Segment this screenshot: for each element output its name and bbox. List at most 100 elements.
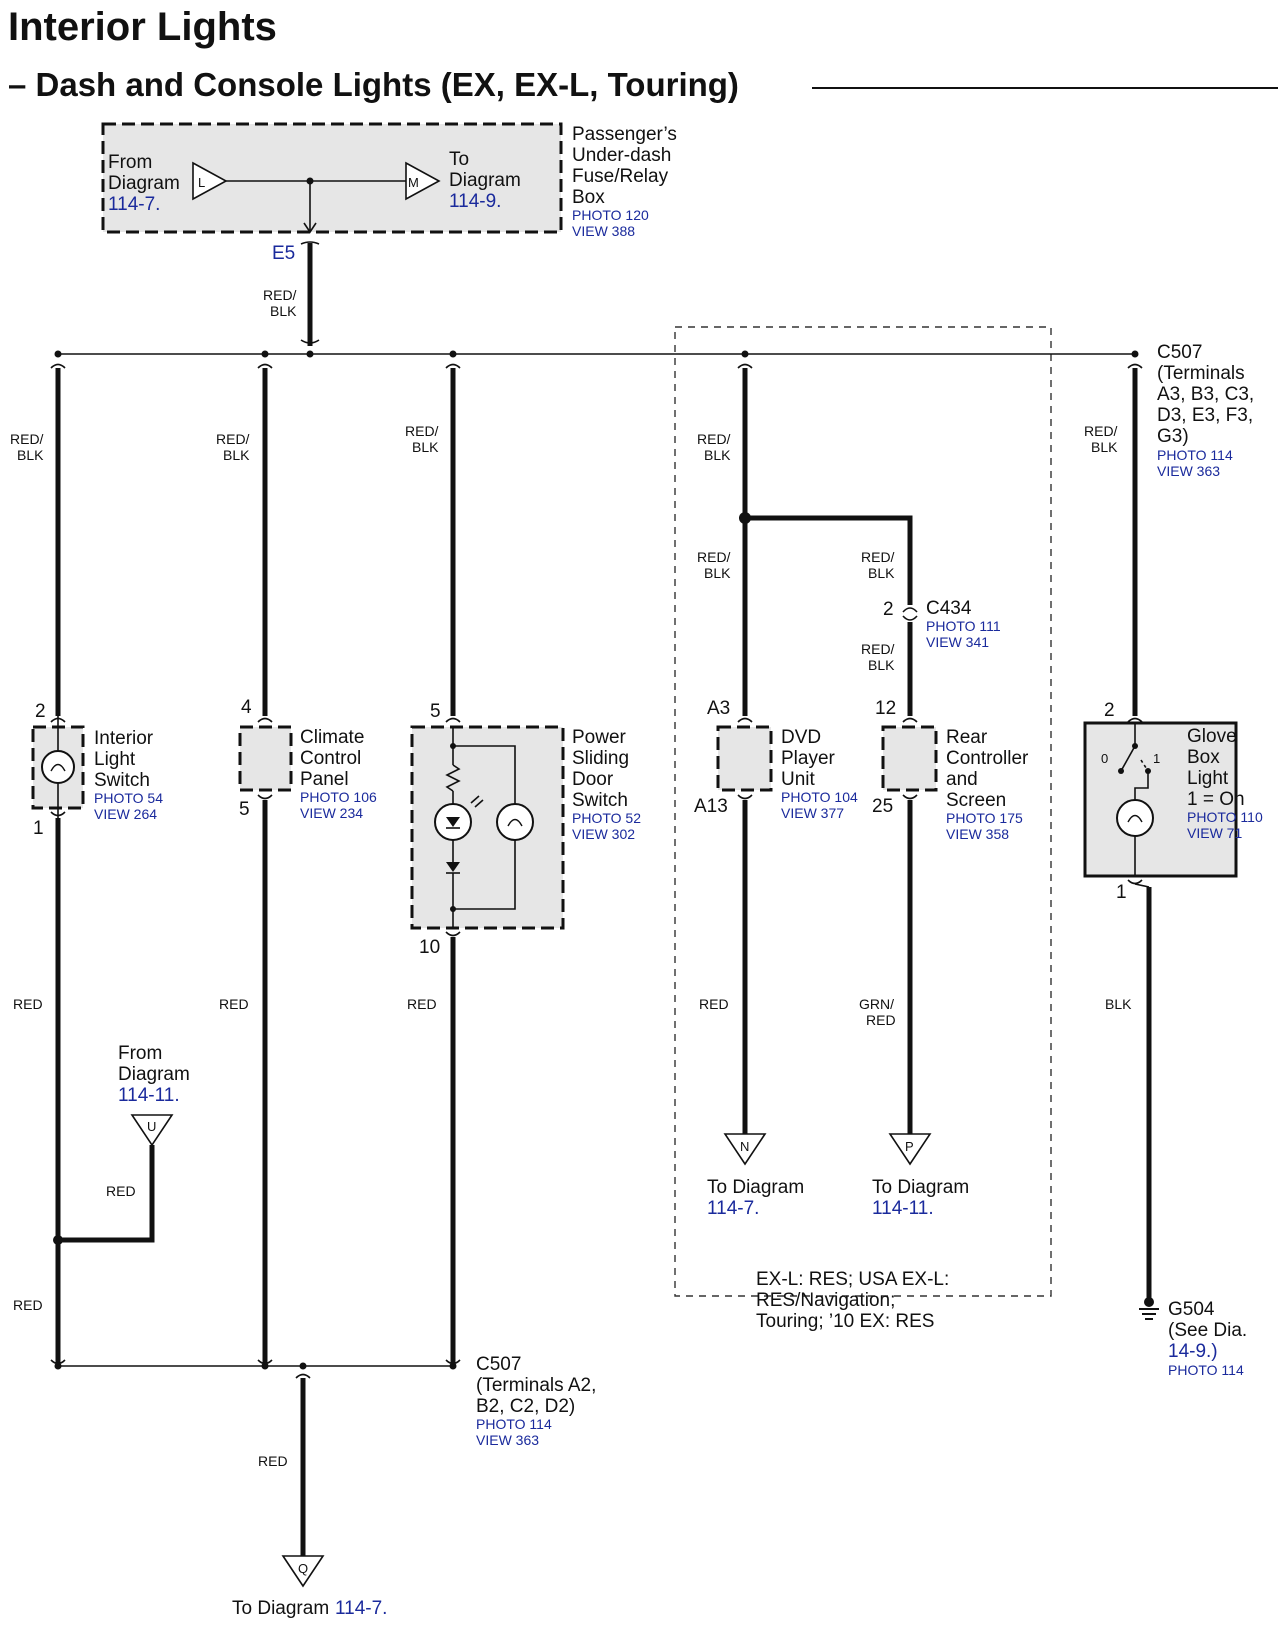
climate-name-1: Climate	[300, 727, 364, 748]
dvd-wire-color-2: BLK	[704, 447, 731, 463]
glove-box-pin-bottom: 1	[1116, 882, 1127, 903]
c507-top-line-3: D3, E3, F3,	[1157, 405, 1253, 426]
climate-photo: PHOTO 106	[300, 789, 377, 805]
c507-top-line-2: A3, B3, C3,	[1157, 384, 1254, 405]
fuse-box-name-3: Fuse/Relay	[572, 166, 669, 187]
res-option-region	[674, 326, 1052, 1297]
glove-box-pin-top: 2	[1104, 700, 1115, 721]
fuse-box-from-label-2: Diagram	[108, 173, 180, 194]
top-bus-dots	[54, 350, 1139, 358]
c434-view: VIEW 341	[926, 634, 989, 650]
column-power-sliding-door-switch: RED/ BLK 5 10 Power Sliding Door Switch …	[405, 368, 641, 1366]
dvd-pin-top: A3	[707, 698, 730, 719]
glove-box-wire-color: RED/	[1084, 423, 1118, 439]
ground-ref: 14-9.)	[1168, 1341, 1218, 1362]
q-output-color: RED	[258, 1453, 288, 1469]
glove-box-terminal-icons	[1127, 717, 1143, 885]
ground-name: G504	[1168, 1299, 1215, 1320]
page-title: Interior Lights	[8, 5, 277, 49]
fuse-box-name-4: Box	[572, 187, 605, 208]
e5-terminal-icon	[300, 241, 320, 245]
c507-top-line-4: G3)	[1157, 426, 1189, 447]
interior-switch-view: VIEW 264	[94, 806, 157, 822]
climate-wire-color-2: BLK	[223, 447, 250, 463]
glove-box-ground-color: BLK	[1105, 996, 1132, 1012]
fuse-box-photo: PHOTO 120	[572, 207, 649, 223]
fuse-box-name-2: Under-dash	[572, 145, 671, 166]
dvd-return-color: RED	[699, 996, 729, 1012]
column-climate-control-panel: RED/ BLK 4 5 Climate Control Panel PHOTO…	[216, 368, 377, 1366]
fuse-box-to-label-2: Diagram	[449, 170, 521, 191]
sliding-door-terminal-icons	[445, 717, 461, 937]
diode-icon	[446, 862, 460, 872]
sliding-door-photo: PHOTO 52	[572, 810, 641, 826]
sliding-door-name-2: Sliding	[572, 748, 629, 769]
dvd-name-1: DVD	[781, 727, 821, 748]
sliding-door-name-4: Switch	[572, 790, 628, 811]
fuse-box-pin-M: M	[408, 175, 419, 190]
column-dvd-player-unit: RED/ BLK RED/ BLK A3 A13 DVD Player Unit…	[694, 368, 858, 1219]
interior-switch-name-1: Interior	[94, 728, 154, 749]
rear-controller-feed-wire	[745, 515, 913, 605]
rear-controller-terminal-icons	[902, 717, 918, 800]
glove-box-light-box	[1083, 721, 1238, 878]
bottom-bus-dots	[54, 1362, 457, 1370]
climate-terminal-icons	[257, 717, 273, 800]
column-glove-box-light: RED/ BLK 2 0 1 1 Glove Box Light 1 = On …	[1083, 368, 1263, 1378]
rear-controller-return-color-2: RED	[866, 1012, 896, 1028]
fuse-box-name-1: Passenger’s	[572, 124, 677, 145]
sliding-door-return-color: RED	[407, 996, 437, 1012]
climate-name-2: Control	[300, 748, 361, 769]
climate-return-color: RED	[219, 996, 249, 1012]
to-p-connector-icon	[888, 1133, 932, 1166]
feed-wire-color: RED/	[263, 287, 297, 303]
fuse-box-terminal-E5: E5	[272, 243, 295, 264]
dvd-lower-wire-color: RED/	[697, 549, 731, 565]
from-u-label-2: Diagram	[118, 1064, 190, 1085]
dvd-pin-bottom: A13	[694, 796, 728, 817]
rear-controller-view: VIEW 358	[946, 826, 1009, 842]
fuse-box-pin-M-icon	[405, 161, 441, 201]
glove-box-view: VIEW 71	[1187, 825, 1242, 841]
sliding-door-wire-color-2: BLK	[412, 439, 439, 455]
fuse-relay-box: From Diagram 114-7. L M To Diagram 114-9…	[101, 122, 677, 264]
ground-dot	[1144, 1297, 1154, 1307]
fuse-box-to-label: To	[449, 149, 469, 170]
to-q-letter: Q	[298, 1561, 308, 1576]
glove-box-switch-icon	[1120, 745, 1136, 772]
dvd-photo: PHOTO 104	[781, 789, 858, 805]
glove-box-bulb-icon	[1116, 799, 1154, 837]
from-u-letter: U	[147, 1119, 156, 1134]
bottom-bus-terminal-icons	[50, 1359, 461, 1379]
sliding-door-switch-box	[410, 725, 565, 930]
sliding-door-wire-color: RED/	[405, 423, 439, 439]
glove-box-switch-0: 0	[1101, 751, 1108, 766]
ground-icon	[1139, 1308, 1159, 1320]
sliding-door-pin-top: 5	[430, 701, 441, 722]
interior-light-bulb-icon	[41, 750, 75, 784]
c507-bottom-line-2: B2, C2, D2)	[476, 1396, 575, 1417]
climate-name-3: Panel	[300, 769, 349, 790]
interior-switch-lower-color: RED	[13, 1297, 43, 1313]
interior-switch-pin-top: 2	[35, 701, 46, 722]
interior-switch-wire-color-2: BLK	[17, 447, 44, 463]
c507-bottom-line-1: (Terminals A2,	[476, 1375, 596, 1396]
fuse-box-from-ref: 114-7.	[108, 194, 160, 215]
to-n-label: To Diagram	[707, 1177, 804, 1198]
c434-connector-icon	[902, 607, 918, 621]
sliding-door-name-1: Power	[572, 727, 627, 748]
feed-wire-color-2: BLK	[270, 303, 297, 319]
c507-top-photo: PHOTO 114	[1157, 447, 1233, 463]
rear-controller-name-1: Rear	[946, 727, 988, 748]
rear-controller-pin-top: 12	[875, 698, 896, 719]
glove-box-wire-color-2: BLK	[1091, 439, 1118, 455]
fuse-box-from-label: From	[108, 152, 152, 173]
res-note-line-3: Touring; ’10 EX: RES	[756, 1311, 934, 1332]
fuse-box-tap-arrow	[303, 222, 317, 234]
door-switch-bulb-icon	[496, 803, 534, 841]
interior-switch-name-3: Switch	[94, 770, 150, 791]
to-q-ref: 114-7.	[335, 1598, 387, 1619]
column-interior-light-switch: RED/ BLK 2 1 Interior Light Switch PHOTO…	[10, 368, 190, 1366]
u-branch-wire	[58, 1145, 155, 1243]
from-u-ref: 114-11.	[118, 1085, 180, 1106]
